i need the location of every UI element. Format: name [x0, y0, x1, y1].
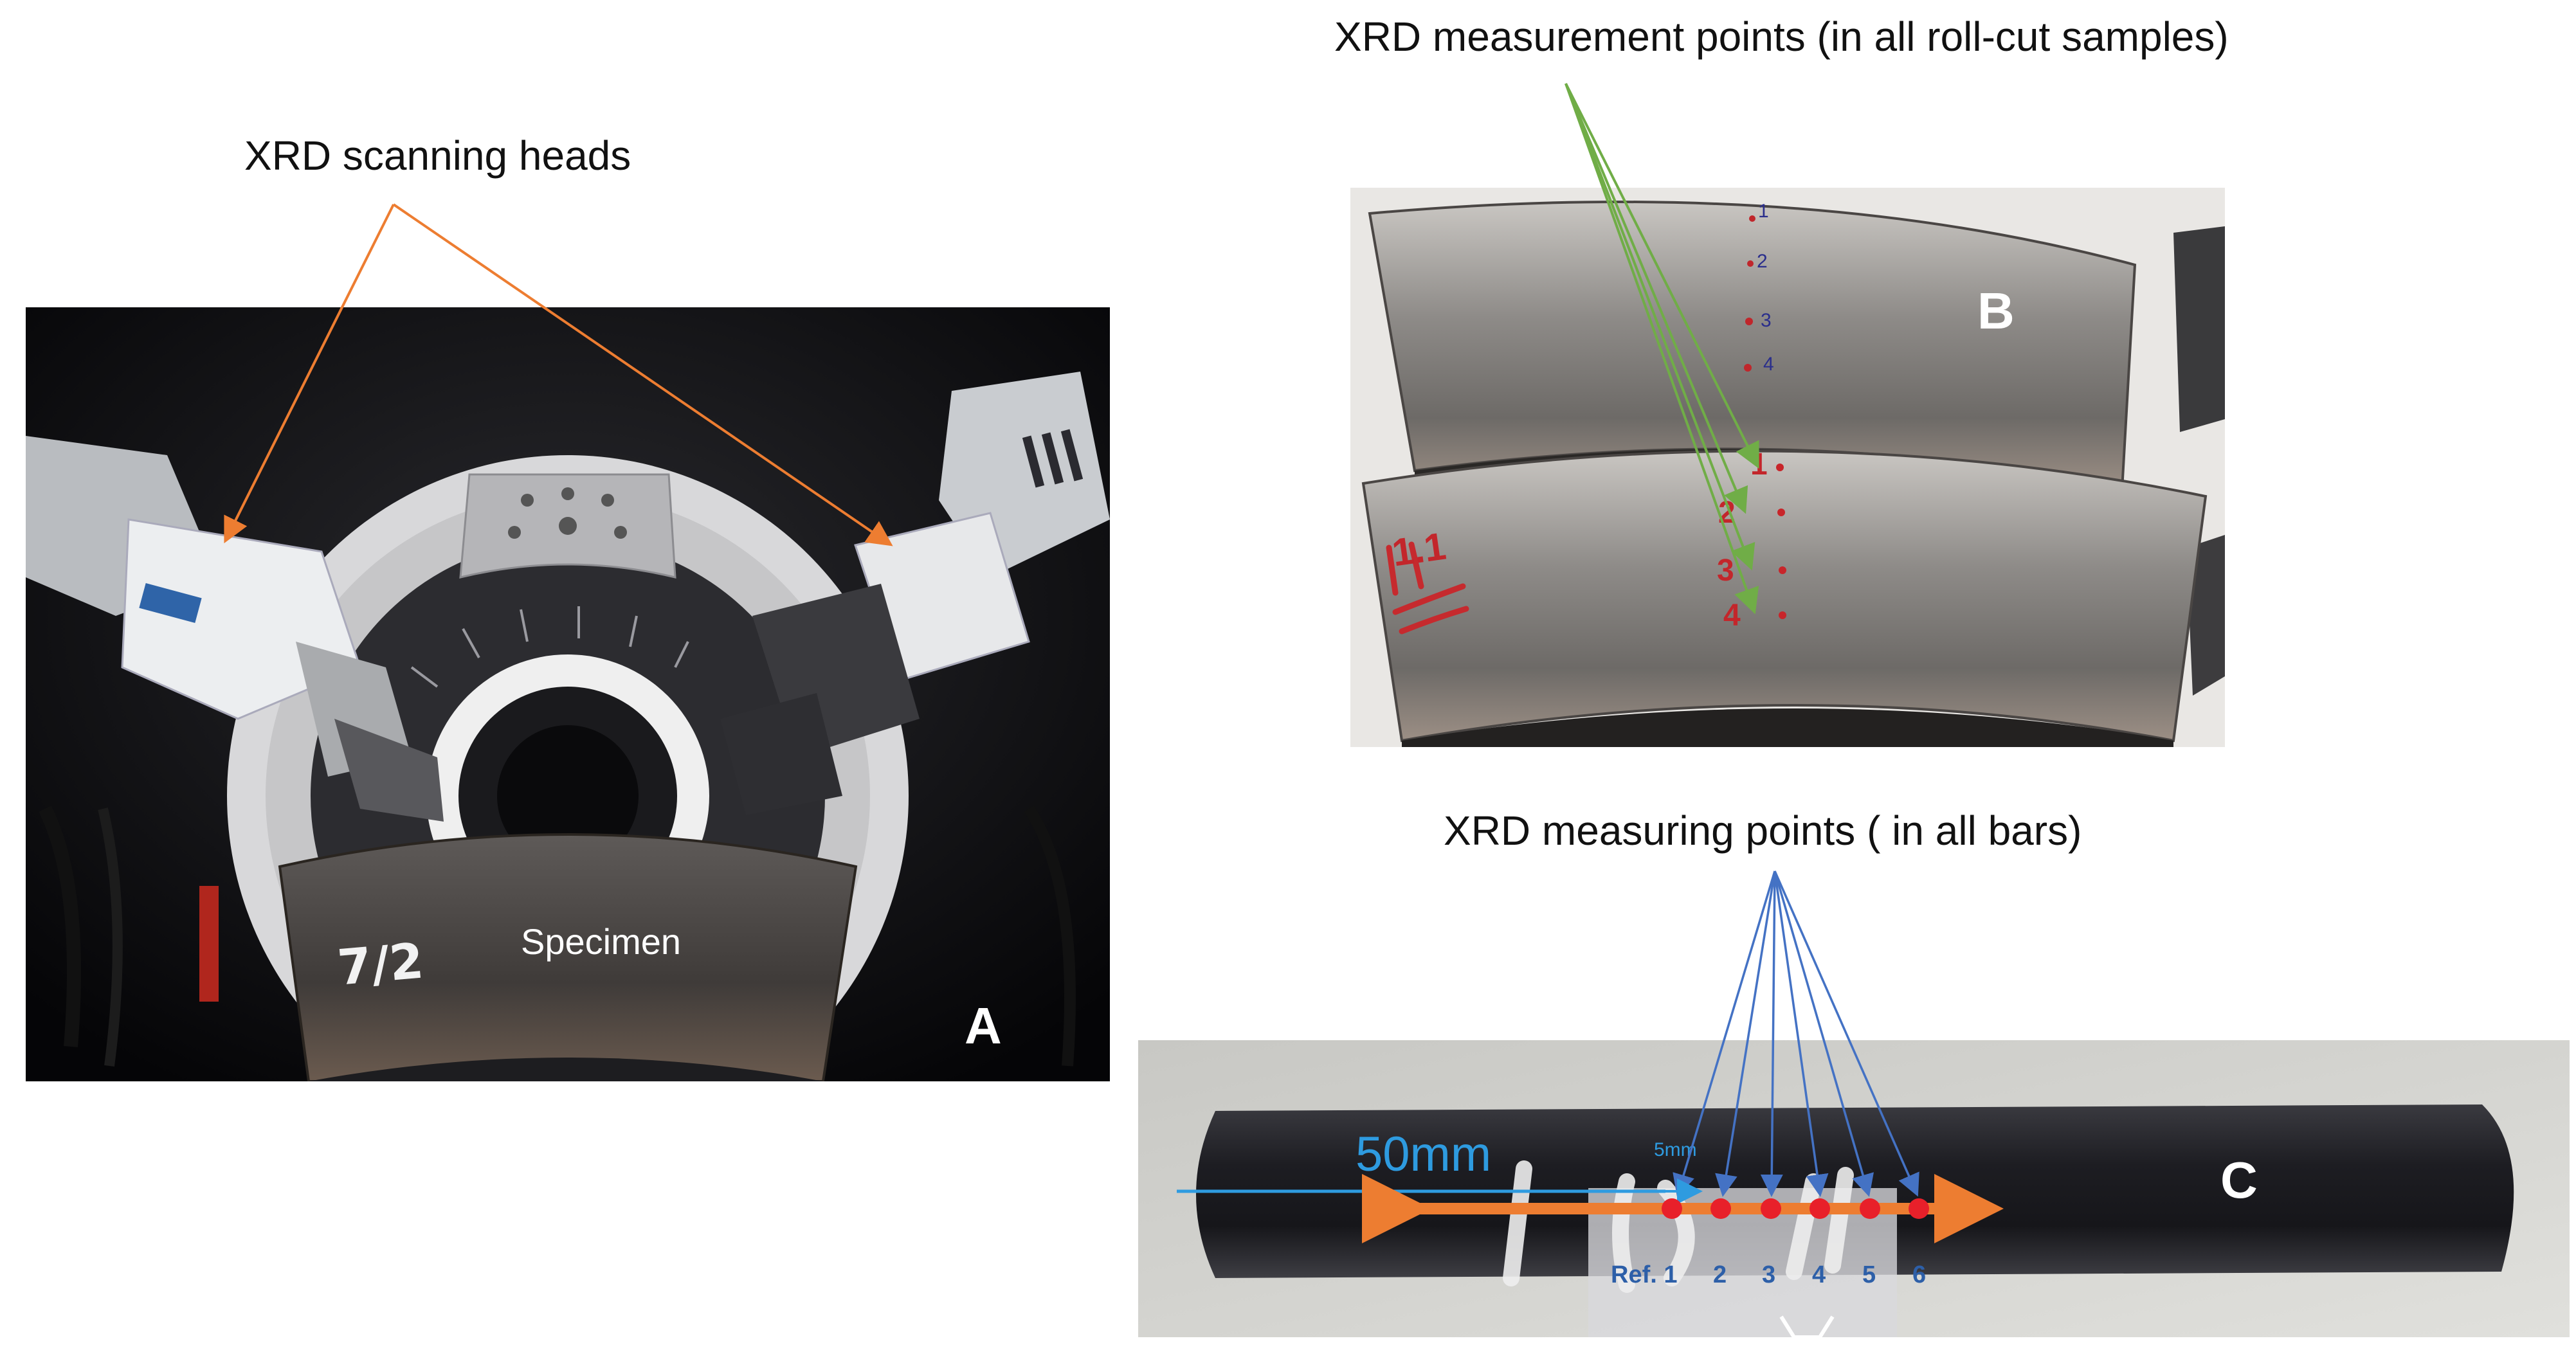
- point-label-3: 3: [1762, 1261, 1776, 1288]
- point-label-4: 4: [1812, 1261, 1826, 1288]
- lower-mark-1: 1: [1750, 447, 1768, 482]
- bar-sample-illustration: [1138, 1040, 2570, 1337]
- dimension-50mm: 50mm: [1356, 1127, 1492, 1182]
- sample-mark: 1.1: [1389, 524, 1449, 575]
- dimension-5mm: 5mm: [1654, 1139, 1697, 1160]
- panel-c-letter: C: [2220, 1151, 2258, 1209]
- specimen-mark: 7/2: [335, 932, 426, 996]
- panel-b-photo: [1350, 188, 2225, 747]
- label-xrd-bar-points: XRD measuring points ( in all bars): [1444, 807, 2082, 854]
- lower-mark-4: 4: [1723, 599, 1741, 633]
- point-label-2: 2: [1713, 1261, 1727, 1288]
- label-xrd-roll-points: XRD measurement points (in all roll-cut …: [1334, 14, 2229, 60]
- upper-mark-1: 1: [1758, 201, 1769, 222]
- xrd-instrument-illustration: [26, 307, 1110, 1081]
- panel-a-letter: A: [965, 997, 1002, 1054]
- lower-mark-3: 3: [1717, 554, 1734, 588]
- roll-cut-samples-illustration: [1350, 188, 2225, 747]
- lower-mark-2: 2: [1718, 496, 1736, 530]
- upper-mark-3: 3: [1761, 310, 1772, 331]
- upper-mark-4: 4: [1763, 354, 1774, 375]
- point-label-ref1: Ref. 1: [1611, 1261, 1678, 1288]
- point-label-5: 5: [1862, 1261, 1876, 1288]
- specimen-label: Specimen: [521, 921, 682, 962]
- point-label-6: 6: [1912, 1261, 1927, 1288]
- upper-mark-2: 2: [1757, 251, 1768, 272]
- panel-b-letter: B: [1977, 282, 2015, 339]
- panel-a-photo: [26, 307, 1110, 1081]
- label-xrd-scanning-heads: XRD scanning heads: [244, 132, 631, 179]
- panel-c-photo: [1138, 1040, 2570, 1337]
